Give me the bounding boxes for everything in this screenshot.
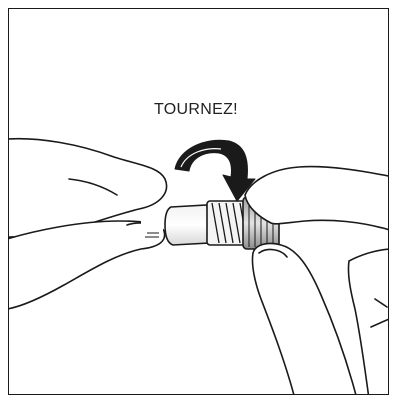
curved-rotate-arrow-icon [175, 140, 255, 201]
instruction-caption: TOURNEZ! [154, 101, 238, 119]
assembly-illustration [9, 9, 389, 395]
right-thumb [252, 243, 357, 395]
syringe-barrel [141, 205, 209, 245]
threaded-connector [207, 201, 245, 245]
illustration-frame: TOURNEZ! [8, 8, 389, 395]
right-hand [245, 167, 389, 395]
right-upper-finger [245, 167, 389, 231]
